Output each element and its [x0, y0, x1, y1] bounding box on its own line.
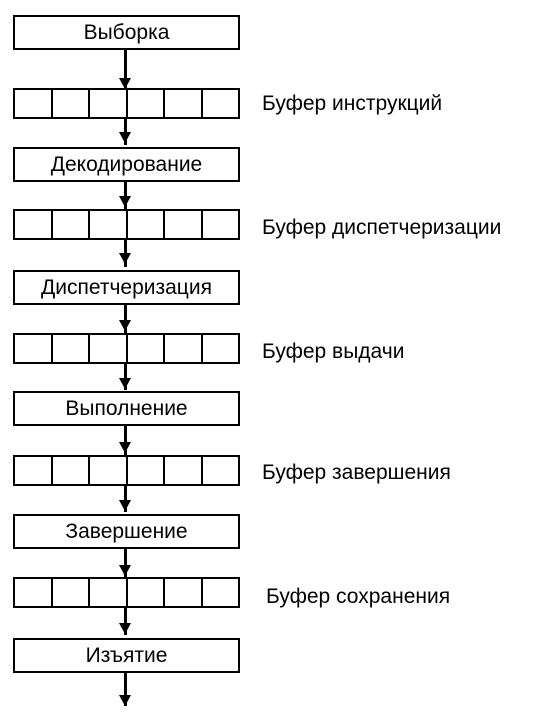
stage-complete: Завершение [13, 514, 240, 549]
buffer-cell [128, 90, 165, 117]
arrow-down-icon [119, 253, 131, 264]
buffer-cell [165, 90, 203, 117]
buffer-cell [90, 579, 128, 606]
arrow-down-icon [119, 695, 131, 706]
buffer-cell [53, 211, 90, 238]
buffer-cell [203, 457, 239, 484]
buffer-dispatch [13, 209, 240, 240]
stage-decode: Декодирование [13, 147, 240, 182]
buffer-completion [13, 455, 240, 486]
stage-fetch: Выборка [13, 15, 240, 50]
buffer-label-completion: Буфер завершения [262, 461, 451, 484]
stage-label: Выполнение [65, 396, 188, 420]
stage-label: Декодирование [50, 152, 203, 176]
buffer-cell [53, 457, 90, 484]
buffer-label-dispatch: Буфер диспетчеризации [262, 216, 502, 239]
arrow-down-icon [119, 132, 131, 143]
buffer-cell [53, 335, 90, 362]
connector-line [124, 426, 127, 456]
buffer-cell [15, 457, 53, 484]
buffer-cell [165, 579, 203, 606]
buffer-cell [128, 335, 165, 362]
buffer-issue [13, 333, 240, 364]
buffer-cell [165, 457, 203, 484]
buffer-cell [15, 335, 53, 362]
arrow-down-icon [119, 442, 131, 453]
buffer-cell [90, 90, 128, 117]
buffer-cell [128, 457, 165, 484]
arrow-down-icon [119, 196, 131, 207]
buffer-label-issue: Буфер выдачи [262, 340, 405, 363]
buffer-cell [53, 579, 90, 606]
stage-label: Диспетчеризация [41, 275, 212, 299]
buffer-cell [90, 335, 128, 362]
buffer-cell [53, 90, 90, 117]
buffer-instructions [13, 88, 240, 119]
arrow-down-icon [119, 378, 131, 389]
buffer-label-store: Буфер сохранения [266, 585, 451, 608]
buffer-cell [128, 579, 165, 606]
buffer-cell [165, 335, 203, 362]
connector-line [124, 50, 127, 93]
arrow-down-icon [119, 623, 131, 634]
buffer-cell [165, 211, 203, 238]
connector-line [124, 93, 127, 145]
buffer-cell [15, 579, 53, 606]
connector-line [124, 305, 127, 334]
connector-line [124, 673, 127, 706]
stage-execute: Выполнение [13, 391, 240, 426]
buffer-cell [15, 211, 53, 238]
arrow-down-icon [119, 500, 131, 511]
stage-retire: Изъятие [13, 638, 240, 673]
buffer-cell [90, 211, 128, 238]
arrow-down-icon [119, 78, 131, 89]
arrow-down-icon [119, 320, 131, 331]
arrow-down-icon [119, 565, 131, 576]
connector-line [124, 549, 127, 578]
buffer-cell [203, 579, 239, 606]
stage-label: Изъятие [85, 643, 168, 667]
buffer-cell [203, 335, 239, 362]
buffer-cell [90, 457, 128, 484]
stage-label: Завершение [65, 519, 188, 543]
buffer-cell [203, 90, 239, 117]
buffer-cell [203, 211, 239, 238]
buffer-label-instructions: Буфер инструкций [262, 92, 443, 115]
buffer-store [13, 577, 240, 608]
stage-label: Выборка [83, 20, 170, 44]
stage-dispatch: Диспетчеризация [13, 270, 240, 305]
buffer-cell [128, 211, 165, 238]
buffer-cell [15, 90, 53, 117]
